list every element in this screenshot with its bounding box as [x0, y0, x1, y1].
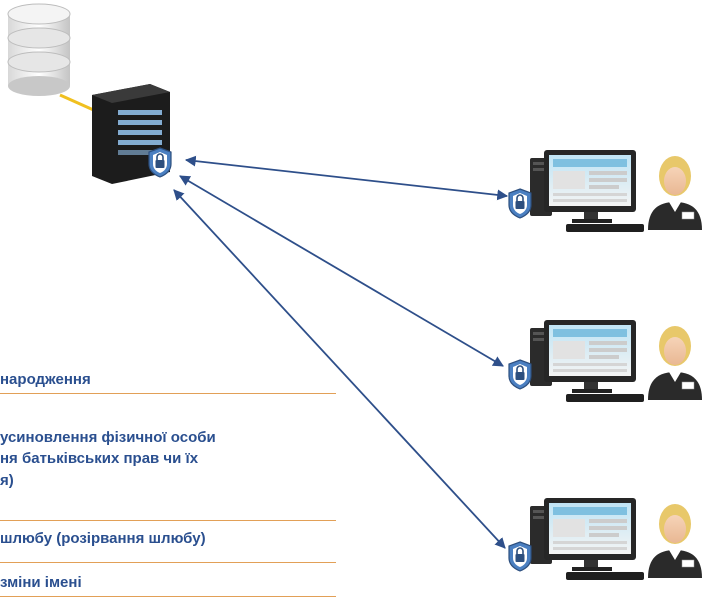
record-item-marriage: шлюбу (розірвання шлюбу)	[0, 530, 206, 547]
record-divider	[0, 520, 336, 521]
workstation-3-shield-lock-icon	[508, 541, 532, 572]
record-item-adoption-line-3: я)	[0, 472, 14, 489]
workstation-1	[529, 149, 703, 233]
link-arrow	[179, 175, 504, 367]
database-icon	[7, 3, 71, 96]
link-arrow	[173, 189, 506, 549]
record-item-name-change: зміни імені	[0, 574, 82, 591]
workstation-2-shield-lock-icon	[508, 359, 532, 390]
workstation-1-shield-lock-icon	[508, 188, 532, 219]
record-divider	[0, 393, 336, 394]
record-divider	[0, 596, 336, 597]
record-item-adoption-line-2: ня батьківських прав чи їх	[0, 450, 199, 467]
server-shield-lock-icon	[148, 147, 172, 178]
workstation-icon	[529, 497, 703, 581]
workstation-3	[529, 497, 703, 581]
database-link	[59, 93, 99, 114]
workstation-icon	[529, 319, 703, 403]
record-divider	[0, 562, 336, 563]
link-arrow	[184, 155, 509, 201]
workstation-2	[529, 319, 703, 403]
record-item-adoption: усиновлення фізичної особи	[0, 429, 216, 446]
workstation-icon	[529, 149, 703, 233]
record-item-birth: народження	[0, 371, 91, 388]
